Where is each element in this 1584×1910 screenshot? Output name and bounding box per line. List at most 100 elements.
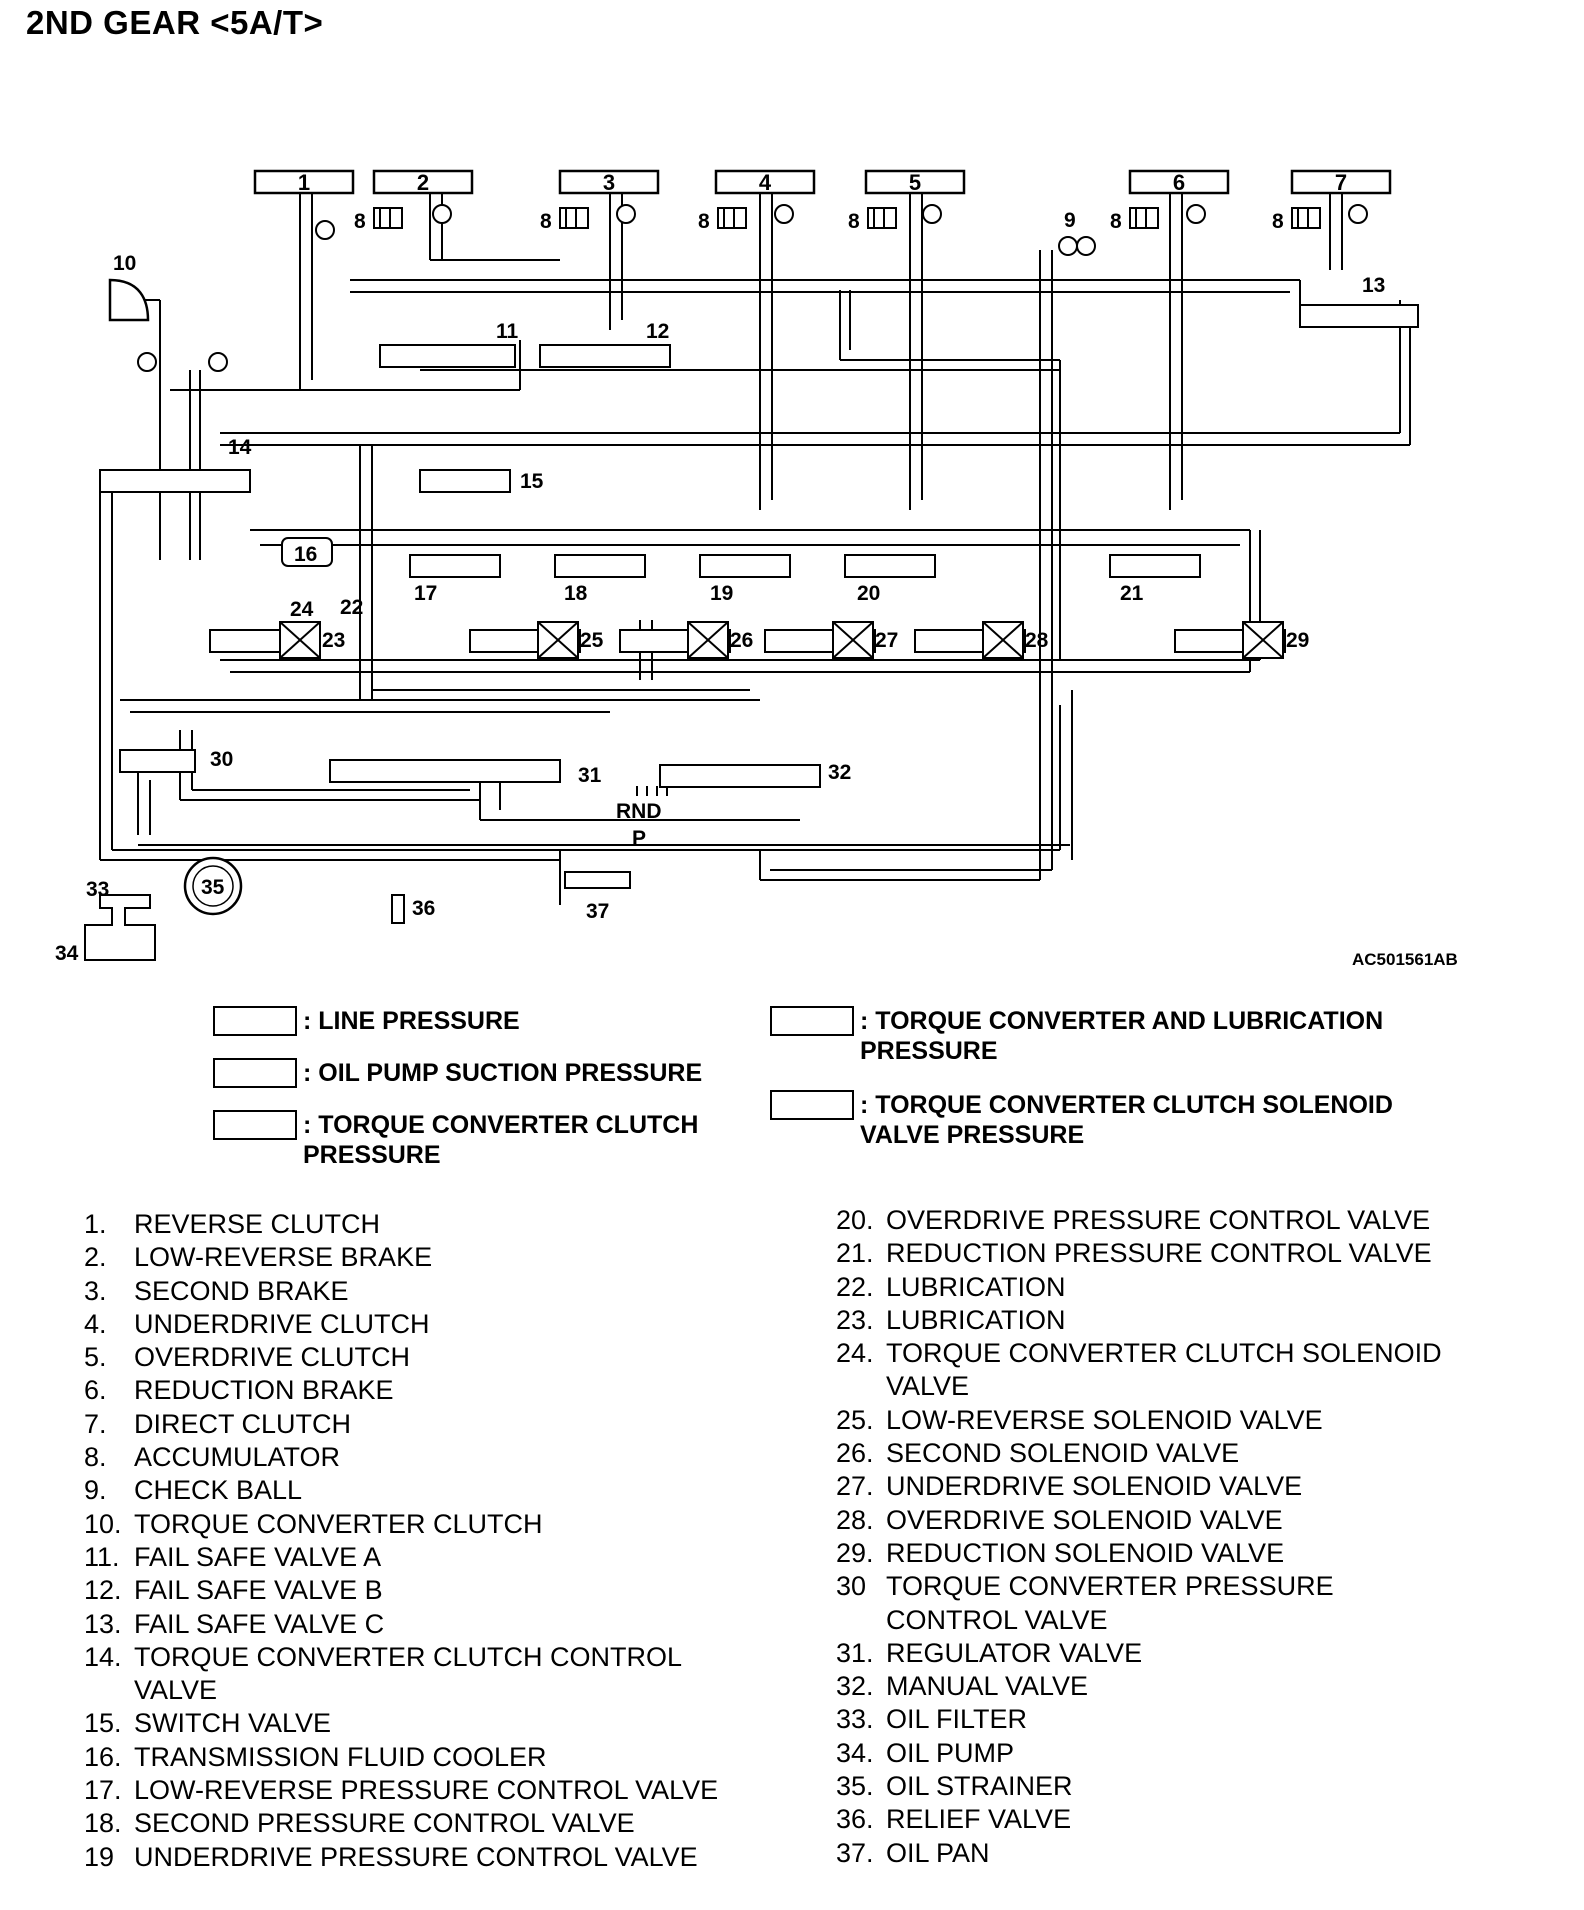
item-label: OVERDRIVE PRESSURE CONTROL VALVE (886, 1205, 1431, 1235)
item-number: 32. (836, 1671, 874, 1702)
list-item: 32.MANUAL VALVE (836, 1670, 1442, 1703)
item-number: 7. (84, 1408, 107, 1439)
item-label: OIL PUMP (886, 1737, 1015, 1768)
item-label: ACCUMULATOR (134, 1442, 341, 1473)
label-torque-converter-clutch: 10 (113, 252, 136, 275)
item-number: 31. (836, 1637, 874, 1668)
list-item: 27.UNDERDRIVE SOLENOID VALVE (836, 1470, 1442, 1503)
item-label: OVERDRIVE SOLENOID VALVE (886, 1504, 1283, 1535)
list-item: 24. TORQUE CONVERTER CLUTCH SOLENOID VALV… (836, 1337, 1442, 1404)
list-item: 12. FAIL SAFE VALVE B (84, 1574, 718, 1607)
label-range-p: P (632, 827, 646, 850)
item-label: REDUCTION BRAKE (134, 1375, 394, 1406)
legend-swatch (770, 1090, 854, 1120)
legend-text: : OIL PUMP SUCTION PRESSURE (303, 1059, 703, 1087)
item-number: 34. (836, 1737, 874, 1768)
item-number: 29. (836, 1537, 874, 1568)
list-item: 5. OVERDRIVE CLUTCH (84, 1341, 718, 1374)
item-label: UNDERDRIVE SOLENOID VALVE (886, 1471, 1303, 1502)
label-oil-pump: 34 (55, 942, 79, 965)
legend-tcc-solenoid-pressure: : TORQUE CONVERTER CLUTCH SOLENOID VALVE… (770, 1090, 1393, 1150)
item-label: SECOND SOLENOID VALVE (886, 1438, 1240, 1469)
legend-text: : TORQUE CONVERTER CLUTCH PRESSURE (303, 1111, 699, 1169)
label-underdrive-pcv: 19 (710, 582, 733, 605)
item-number: 35. (836, 1771, 874, 1802)
label-underdrive-solenoid: 27 (875, 629, 898, 652)
item-number: 13. (84, 1608, 122, 1639)
item-number: 36. (836, 1804, 874, 1835)
list-item: 2.LOW-REVERSE BRAKE (84, 1241, 718, 1274)
item-label: FAIL SAFE VALVE B (134, 1575, 383, 1606)
label-switch-valve: 15 (520, 470, 544, 493)
legend-tcc-pressure: : TORQUE CONVERTER CLUTCH PRESSURE (213, 1110, 698, 1170)
box-label-5: 5 (909, 170, 921, 195)
label-tcc-solenoid: 24 (290, 598, 314, 621)
item-label: OVERDRIVE CLUTCH (134, 1342, 411, 1373)
label-oil-pan: 37 (586, 900, 609, 923)
label-low-reverse-solenoid: 25 (580, 629, 604, 652)
item-number: 8. (84, 1442, 107, 1473)
label-lubrication-23: 23 (322, 629, 345, 652)
legend-oil-pump-suction: : OIL PUMP SUCTION PRESSURE (213, 1058, 702, 1088)
item-number: 25. (836, 1404, 874, 1435)
list-item: 13. FAIL SAFE VALVE C (84, 1608, 718, 1641)
item-label: DIRECT CLUTCH (134, 1408, 352, 1439)
item-label: REGULATOR VALVE (886, 1637, 1143, 1668)
item-number: 22. (836, 1271, 874, 1302)
label-tcc-control-valve: 14 (228, 436, 252, 459)
figure-code: AC501561AB (1352, 950, 1458, 969)
item-label: UNDERDRIVE PRESSURE CONTROL VALVE (134, 1841, 698, 1872)
item-label: REDUCTION SOLENOID VALVE (886, 1537, 1285, 1568)
item-label: FAIL SAFE VALVE A (134, 1541, 382, 1572)
accumulator-label: 8 (354, 210, 366, 233)
item-number: 5. (84, 1342, 107, 1373)
label-overdrive-pcv: 20 (857, 582, 880, 605)
list-item: 22.LUBRICATION (836, 1271, 1442, 1304)
list-item: 16.TRANSMISSION FLUID COOLER (84, 1741, 718, 1774)
list-item: 6.REDUCTION BRAKE (84, 1374, 718, 1407)
item-label: TORQUE CONVERTER CLUTCH SOLENOID VALVE (886, 1338, 1442, 1402)
list-item: 36.RELIEF VALVE (836, 1803, 1442, 1836)
list-item: 11.FAIL SAFE VALVE A (84, 1541, 718, 1574)
label-second-solenoid: 26 (730, 629, 753, 652)
box-label-1: 1 (298, 170, 310, 195)
list-item: 1.REVERSE CLUTCH (84, 1208, 718, 1241)
box-label-6: 6 (1173, 170, 1185, 195)
item-number: 1. (84, 1209, 107, 1239)
accumulator-label: 8 (698, 210, 710, 233)
item-label: TORQUE CONVERTER PRESSURE CONTROL VALVE (886, 1571, 1334, 1635)
item-number: 3. (84, 1275, 107, 1306)
item-label: UNDERDRIVE CLUTCH (134, 1308, 430, 1339)
label-check-ball: 9 (1064, 209, 1076, 232)
list-item: 35. OIL STRAINER (836, 1770, 1442, 1803)
item-label: TORQUE CONVERTER CLUTCH CONTROL VALVE (134, 1641, 683, 1706)
list-item: 3.SECOND BRAKE (84, 1275, 718, 1308)
parts-list-right: 20.OVERDRIVE PRESSURE CONTROL VALVE 21.R… (836, 1204, 1442, 1870)
item-label: FAIL SAFE VALVE C (134, 1608, 385, 1639)
label-reduction-pcv: 21 (1120, 582, 1144, 605)
accumulator-label: 8 (540, 210, 552, 233)
item-number: 26. (836, 1438, 874, 1469)
legend-text: : TORQUE CONVERTER AND LUBRICATION PRESS… (860, 1007, 1384, 1065)
box-label-2: 2 (417, 170, 429, 195)
item-number: 30 (836, 1571, 867, 1602)
label-low-reverse-pcv: 17 (414, 582, 437, 605)
item-number: 12. (84, 1575, 122, 1606)
item-number: 14. (84, 1641, 122, 1672)
item-number: 24. (836, 1338, 874, 1369)
legend-swatch (770, 1006, 854, 1036)
item-label: SWITCH VALVE (134, 1708, 332, 1739)
legend-text: : LINE PRESSURE (303, 1007, 520, 1035)
list-item: 31. REGULATOR VALVE (836, 1637, 1442, 1670)
label-regulator-valve: 31 (578, 764, 602, 787)
item-label: OIL PAN (886, 1837, 990, 1868)
label-fluid-cooler: 16 (294, 543, 317, 566)
list-item: 15.SWITCH VALVE (84, 1707, 718, 1740)
legend-tc-lubrication: : TORQUE CONVERTER AND LUBRICATION PRESS… (770, 1006, 1383, 1066)
list-item: 8. ACCUMULATOR (84, 1441, 718, 1474)
accumulator-label: 8 (848, 210, 860, 233)
list-item: 29. REDUCTION SOLENOID VALVE (836, 1537, 1442, 1570)
item-label: OIL STRAINER (886, 1771, 1073, 1802)
list-item: 26. SECOND SOLENOID VALVE (836, 1437, 1442, 1470)
